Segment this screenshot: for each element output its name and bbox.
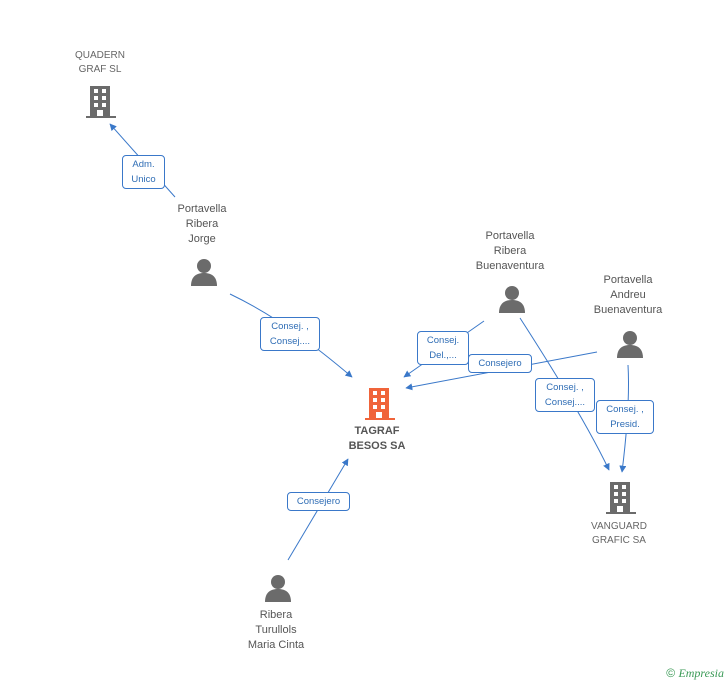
edge-label-buenaventura-vanguard[interactable]: Consej. , Consej.... [535,378,595,412]
copyright-icon: © [666,666,676,680]
building-icon-quadern[interactable] [86,86,116,118]
person-icon-jorge[interactable] [191,259,217,286]
edge-label-andreu-vanguard[interactable]: Consej. , Presid. [596,400,654,434]
node-label-maria[interactable]: Ribera Turullols Maria Cinta [247,609,305,651]
edge-label-adm-unico[interactable]: Adm. Unico [122,155,165,189]
node-label-jorge[interactable]: Portavella Ribera Jorge [177,203,227,245]
person-icon-buenaventura[interactable] [499,286,525,313]
edge-label-andreu-tagraf[interactable]: Consejero [468,354,532,373]
edge-label-jorge-tagraf[interactable]: Consej. , Consej.... [260,317,320,351]
node-label-vanguard[interactable]: VANGUARD GRAFIC SA [591,521,647,546]
node-label-quadern[interactable]: QUADERN GRAF SL [74,50,125,75]
building-icon-vanguard[interactable] [606,482,636,514]
building-icon-tagraf[interactable] [365,388,395,420]
brand-logo-text: Empresia [678,666,724,680]
node-label-andreu[interactable]: Portavella Andreu Buenaventura [593,274,663,316]
person-icon-maria[interactable] [265,575,291,602]
footer-brand[interactable]: © Empresia [666,666,724,681]
person-icon-andreu[interactable] [617,331,643,358]
node-label-buenaventura[interactable]: Portavella Ribera Buenaventura [475,230,545,272]
edge-label-maria-tagraf[interactable]: Consejero [287,492,350,511]
edge-label-buenaventura-tagraf[interactable]: Consej. Del.,... [417,331,469,365]
node-label-tagraf[interactable]: TAGRAF BESOS SA [348,425,406,452]
